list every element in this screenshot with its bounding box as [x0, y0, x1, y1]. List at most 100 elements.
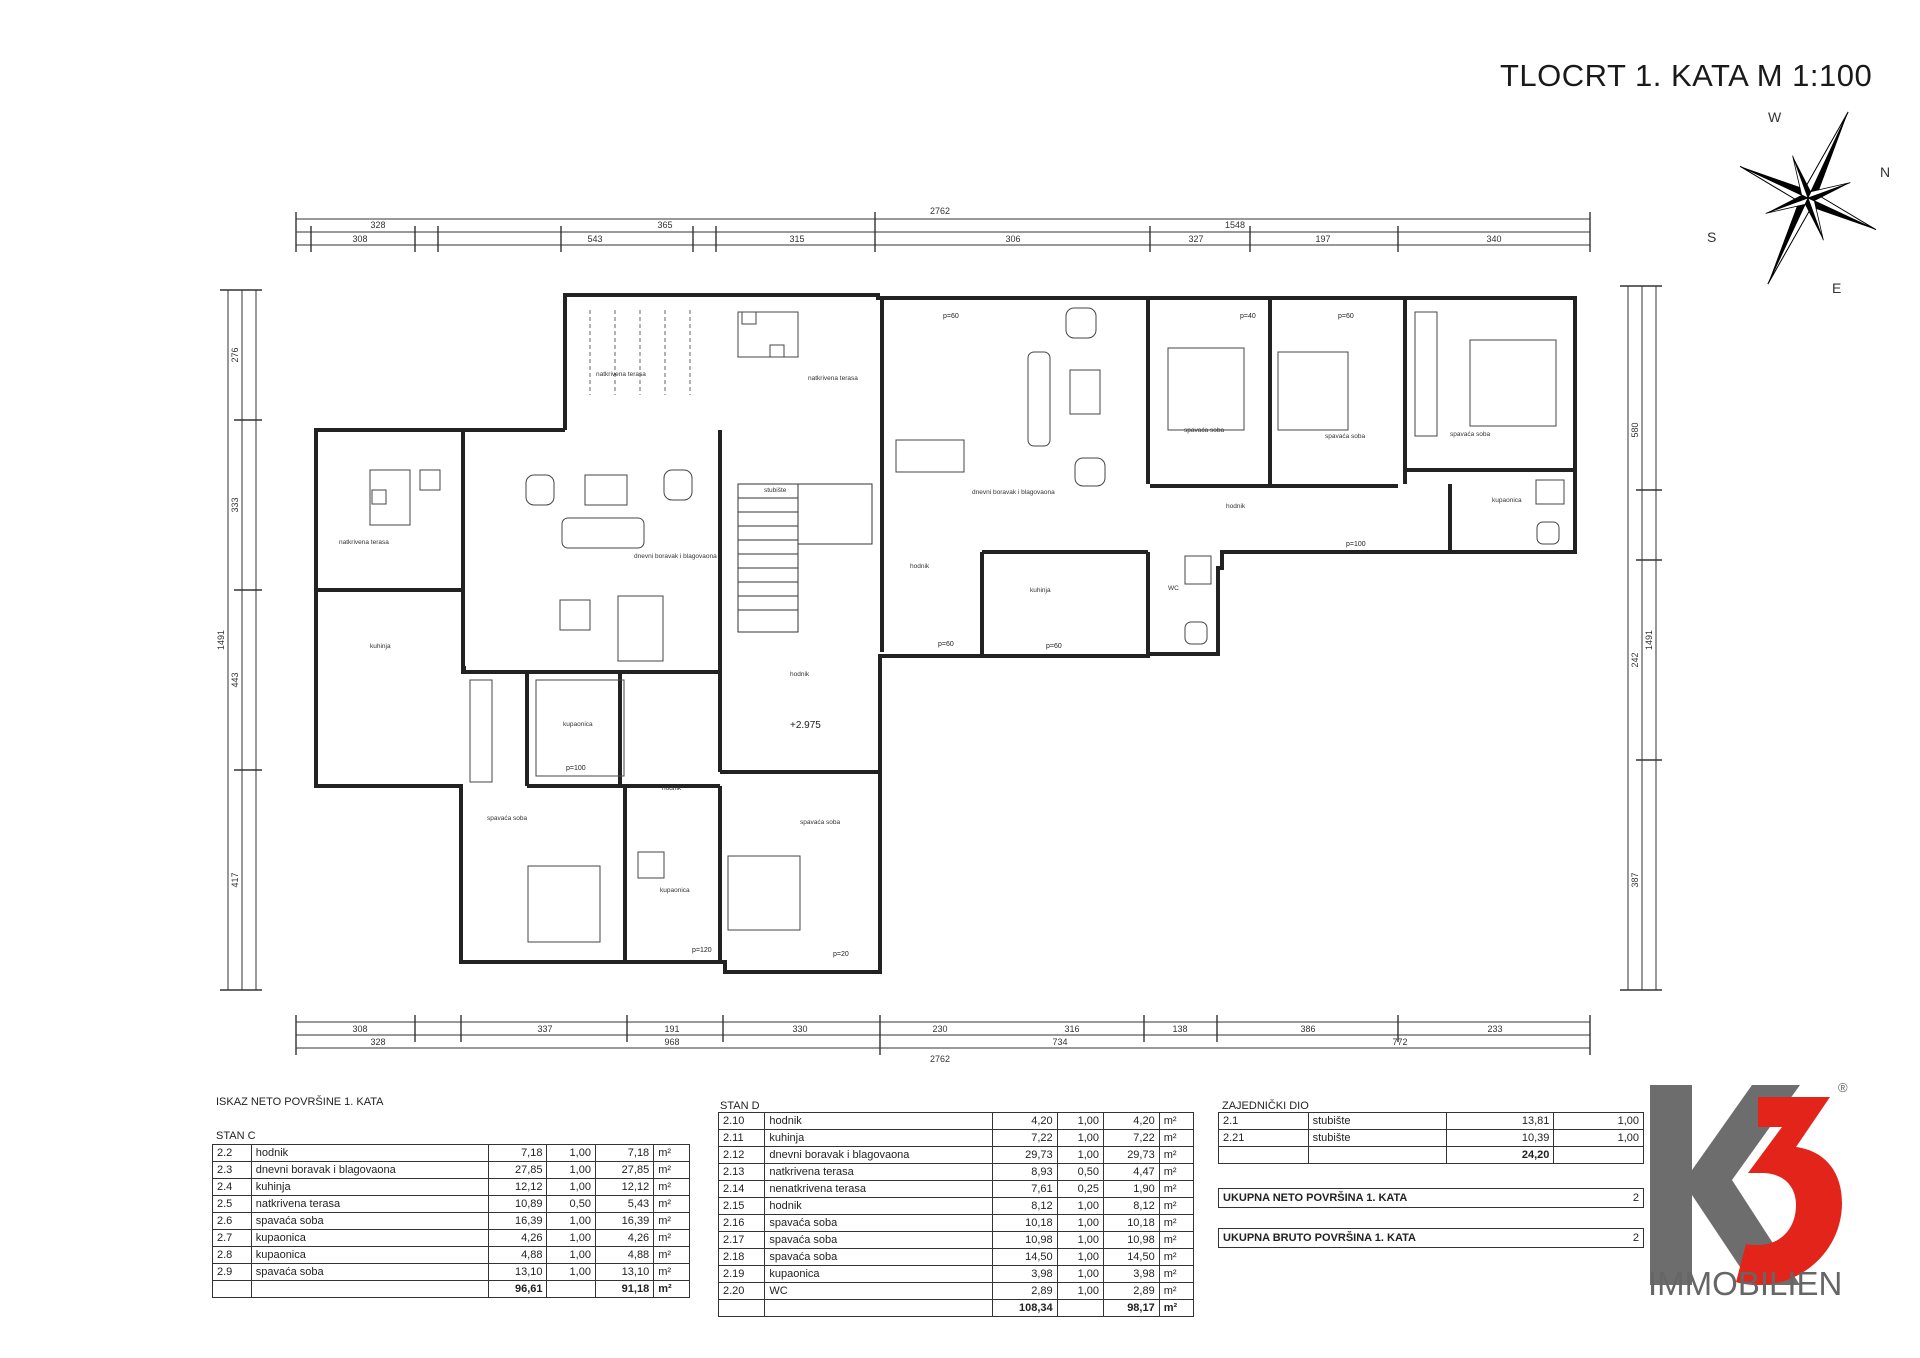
area-cell: 29,73: [991, 1146, 1058, 1164]
dim-top-b: 543: [587, 234, 602, 244]
room-name-cell: kupaonica: [250, 1229, 490, 1247]
area-cell: 14,50: [991, 1248, 1058, 1266]
factor-cell: 1,00: [546, 1229, 596, 1247]
net-area-cell: 1,90: [1103, 1180, 1160, 1198]
net-area-cell: 7,22: [1103, 1129, 1160, 1147]
total-net-label: UKUPNA NETO POVRŠINA 1. KATA 2: [1218, 1188, 1644, 1208]
dim-bot-e: 230: [932, 1024, 947, 1034]
room-number-cell: 2.18: [717, 1248, 766, 1266]
level-p40: p=40: [1240, 313, 1256, 320]
factor-cell: 1,00: [546, 1161, 596, 1179]
area-cell: 4,88: [488, 1246, 548, 1264]
room-label-2-5: natkrivena terasa: [596, 371, 646, 378]
room-name-cell: hodnik: [764, 1112, 993, 1130]
room-label-2-4: kuhinja: [370, 643, 391, 650]
dim-right-2: 242: [1630, 652, 1640, 667]
dim-left-2: 333: [230, 497, 240, 512]
sum-empty-cell: [250, 1280, 490, 1298]
sum-empty-cell: [1056, 1299, 1105, 1317]
dim-bot-r2-4: 772: [1392, 1037, 1407, 1047]
factor-cell: 1,00: [546, 1263, 596, 1281]
unit-cell: m²: [1158, 1299, 1195, 1317]
factor-cell: 1,00: [1056, 1112, 1105, 1130]
factor-cell: 1,00: [1056, 1214, 1105, 1232]
room-label-2-6: spavaća soba: [487, 815, 527, 822]
area-cell: 2,89: [991, 1282, 1058, 1300]
room-name-cell: spavaća soba: [764, 1231, 993, 1249]
dim-bot-r2-2: 968: [664, 1037, 679, 1047]
unit-cell: m²: [653, 1280, 690, 1298]
room-label-2-19: kupaonica: [1492, 497, 1522, 504]
room-name-cell: spavaća soba: [250, 1212, 490, 1230]
room-number-cell: 2.21: [1218, 1129, 1309, 1147]
unit-cell: m²: [1158, 1163, 1195, 1181]
compass-n: N: [1880, 164, 1890, 180]
dim-top-a: 308: [352, 234, 367, 244]
terrace-hatching: [589, 310, 691, 395]
room-number-cell: 2.20: [717, 1282, 766, 1300]
room-number-cell: 2.9: [212, 1263, 252, 1281]
common-label: ZAJEDNIČKI DIO: [1222, 1100, 1309, 1112]
dim-bot-g: 138: [1172, 1024, 1187, 1034]
dim-left-1: 276: [230, 347, 240, 362]
room-label-2-20: WC: [1168, 585, 1179, 592]
sum-area-cell: 96,61: [488, 1280, 548, 1298]
registered-mark: ®: [1838, 1080, 1848, 1095]
room-number-cell: 2.13: [717, 1163, 766, 1181]
walls: [314, 293, 1577, 974]
net-area-cell: 14,50: [1103, 1248, 1160, 1266]
dim-bot-total: 2762: [930, 1054, 950, 1064]
level-markers: +2.975 p=60 p=60 p=60 p=60 p=40 p=100 p=…: [566, 313, 1366, 958]
unit-cell: m²: [1158, 1180, 1195, 1198]
area-cell: 7,22: [991, 1129, 1058, 1147]
net-area-cell: 5,43: [594, 1195, 655, 1213]
dim-top-c: 315: [789, 234, 804, 244]
area-cell: 10,89: [488, 1195, 548, 1213]
dim-left-3: 443: [230, 672, 240, 687]
area-cell: 10,39: [1445, 1129, 1555, 1147]
compass-w: W: [1768, 109, 1782, 125]
dim-top-d: 306: [1005, 234, 1020, 244]
unit-cell: m²: [653, 1246, 690, 1264]
furniture: [369, 307, 1565, 943]
dim-bot-i: 233: [1487, 1024, 1502, 1034]
area-cell: 8,93: [991, 1163, 1058, 1181]
room-label-2-8: kupaonica: [660, 887, 690, 894]
area-cell: 3,98: [991, 1265, 1058, 1283]
stan-c-label: STAN C: [216, 1130, 256, 1142]
dimension-texts: 2762 328 365 1548 308 543 315 306 327 19…: [216, 206, 1654, 1064]
sum-area-cell: 24,20: [1445, 1146, 1555, 1164]
room-name-cell: kuhinja: [250, 1178, 490, 1196]
room-name-cell: dnevni boravak i blagovaona: [250, 1161, 490, 1179]
area-cell: 7,61: [991, 1180, 1058, 1198]
sum-empty-cell: [717, 1299, 766, 1317]
unit-cell: m²: [1158, 1265, 1195, 1283]
room-label-2-16: spavaća soba: [1184, 427, 1224, 434]
factor-cell: 1,00: [1056, 1282, 1105, 1300]
factor-cell: 1,00: [1056, 1265, 1105, 1283]
sum-empty-cell: [764, 1299, 993, 1317]
room-number-cell: 2.1: [1218, 1112, 1309, 1130]
dim-right-1: 580: [1630, 422, 1640, 437]
dim-bot-r2-3: 734: [1052, 1037, 1067, 1047]
unit-cell: m²: [653, 1263, 690, 1281]
dim-right-total: 1491: [1644, 630, 1654, 650]
sum-net-cell: 91,18: [594, 1280, 655, 1298]
dim-top-1: 328: [370, 220, 385, 230]
level-p100: p=100: [1346, 541, 1366, 548]
dim-bot-h: 386: [1300, 1024, 1315, 1034]
compass-rose: [1739, 111, 1877, 285]
area-cell: 4,20: [991, 1112, 1058, 1130]
room-name-cell: hodnik: [764, 1197, 993, 1215]
